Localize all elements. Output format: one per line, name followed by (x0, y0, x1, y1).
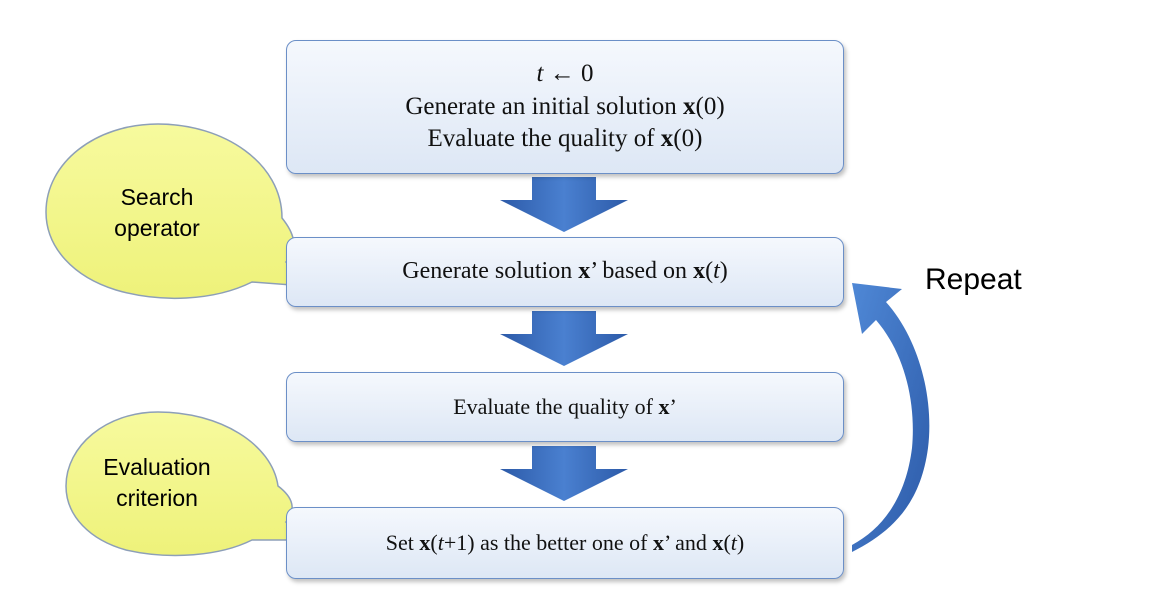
step-initialize: t ← 0 Generate an initial solution x(0) … (286, 40, 844, 174)
down-arrow-3 (500, 446, 628, 501)
step-generate: Generate solution x’ based on x(t) (286, 237, 844, 307)
callout-search-operator (45, 123, 321, 300)
var-x: x (652, 529, 664, 555)
init-line-1: t ← 0 (537, 58, 594, 91)
var-t: t (713, 258, 720, 285)
var-x: x (712, 529, 724, 555)
var-x: x (683, 92, 696, 120)
var-x: x (658, 393, 670, 419)
callout-search-operator-label: Search operator (114, 184, 200, 242)
text: (0) (673, 125, 703, 153)
var-x: x (578, 258, 591, 285)
callout-evaluation-criterion-label: Evaluation criterion (103, 454, 211, 512)
var-x: x (693, 258, 706, 285)
text: +1) as the better one of (443, 529, 653, 555)
text: (0) (695, 92, 725, 120)
text: ’ based on (590, 258, 694, 285)
text: Generate an initial solution (405, 92, 684, 120)
select-text: Set x(t+1) as the better one of x’ and x… (386, 529, 744, 558)
evaluate-text: Evaluate the quality of x’ (453, 393, 677, 422)
text: ’ (669, 393, 677, 419)
var-x: x (660, 125, 674, 153)
init-line-2: Generate an initial solution x(0) (405, 91, 724, 124)
down-arrow-2 (500, 311, 628, 366)
var-x: x (419, 529, 431, 555)
repeat-label: Repeat (925, 263, 1022, 296)
callout-evaluation-criterion (65, 411, 319, 557)
var-t: t (437, 529, 444, 555)
text: Set (385, 529, 420, 555)
init-value: 0 (580, 60, 594, 88)
text: ( (723, 529, 731, 555)
init-line-3: Evaluate the quality of x(0) (428, 123, 703, 156)
text: ( (705, 258, 714, 285)
text: ) (719, 258, 728, 285)
generate-text: Generate solution x’ based on x(t) (402, 256, 727, 287)
text: Generate solution (402, 258, 579, 285)
text: ( (430, 529, 438, 555)
text: Evaluate the quality of (453, 393, 659, 419)
var-t: t (730, 529, 737, 555)
step-select: Set x(t+1) as the better one of x’ and x… (286, 507, 844, 579)
repeat-loop-arrow (852, 283, 930, 552)
var-t: t (536, 60, 544, 88)
down-arrow-1 (500, 177, 628, 232)
text: Evaluate the quality of (427, 125, 661, 153)
text: ’ and (663, 529, 713, 555)
text: ) (736, 529, 745, 555)
assign-arrow: ← (549, 60, 575, 88)
step-evaluate: Evaluate the quality of x’ (286, 372, 844, 442)
